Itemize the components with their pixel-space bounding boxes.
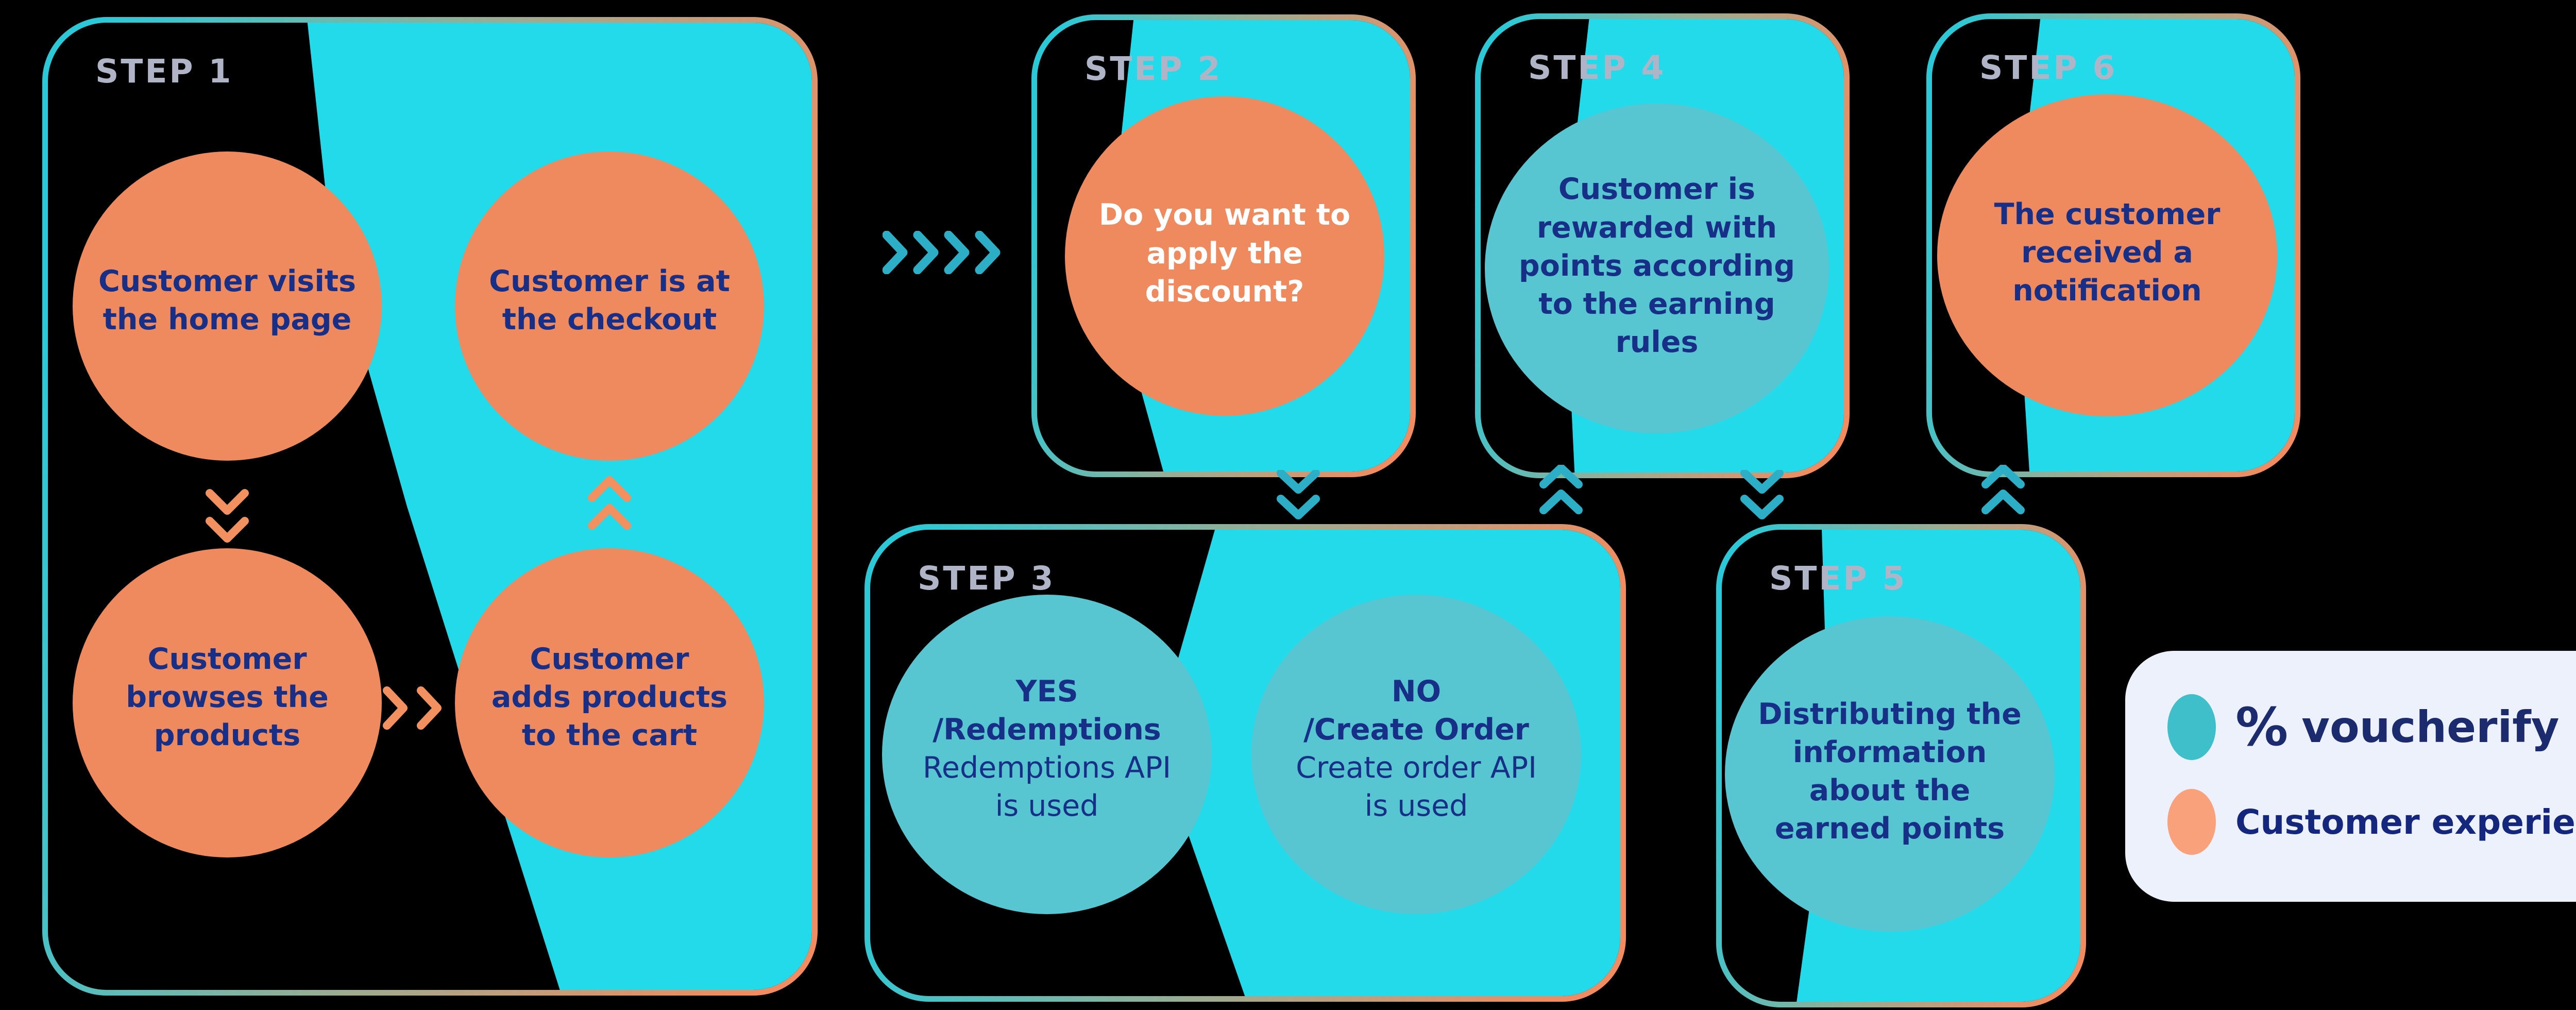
- step-5-label: STEP 5: [1769, 560, 1907, 597]
- legend-card: % voucherify Customer experience: [2125, 651, 2576, 902]
- step-2-card-inner: STEP 2 Do you want to apply the discount…: [1037, 20, 1410, 472]
- circle-text-body: Create order API is used: [1296, 751, 1537, 823]
- circle-text: The customer received a notification: [1994, 197, 2221, 308]
- step-3-label: STEP 3: [918, 560, 1056, 597]
- circle-no-create-order: NO /Create Order Create order API is use…: [1251, 595, 1581, 914]
- chevron-up-double-icon: [588, 476, 631, 530]
- circle-text: Customer visits the home page: [98, 264, 357, 336]
- step-6-label: STEP 6: [1979, 49, 2117, 87]
- chevron-up-step5-step6-icon: [1981, 465, 2025, 514]
- chevron-down-step4-step5-icon: [1740, 470, 1784, 519]
- chevron-up-step3-step4-icon: [1539, 465, 1583, 514]
- circle-text: Do you want to apply the discount?: [1098, 198, 1351, 309]
- step-3-card-inner: STEP 3 YES /Redemptions Redemptions API …: [870, 530, 1620, 996]
- circle-text: Customer is rewarded with points accordi…: [1518, 172, 1795, 359]
- circle-distributing-points: Distributing the information about the e…: [1725, 616, 2055, 932]
- step-6-card-inner: STEP 6 The customer received a notificat…: [1932, 19, 2295, 472]
- circle-customer-adds-cart: Customer adds products to the cart: [455, 548, 764, 857]
- circle-text-body: Redemptions API is used: [922, 751, 1172, 823]
- circle-text-strong: YES /Redemptions: [933, 674, 1161, 747]
- voucherify-logo: % voucherify: [2235, 697, 2560, 758]
- step-2-card: STEP 2 Do you want to apply the discount…: [1031, 14, 1416, 477]
- circle-text: Customer is at the checkout: [489, 264, 730, 336]
- legend-swatch-customer: [2167, 789, 2216, 855]
- circle-yes-redemptions: YES /Redemptions Redemptions API is used: [882, 595, 1212, 914]
- chevron-right-quad-icon: [883, 231, 1001, 274]
- circle-notification-received: The customer received a notification: [1937, 94, 2277, 416]
- step-5-card: STEP 5 Distributing the information abou…: [1716, 524, 2086, 1007]
- chevron-down-double-icon: [206, 489, 249, 543]
- circle-customer-browses: Customer browses the products: [73, 548, 382, 857]
- step-1-card-inner: STEP 1 Customer visits the home page Cus…: [48, 23, 812, 990]
- voucherify-wordmark: voucherify: [2301, 702, 2560, 752]
- circle-text-strong: NO /Create Order: [1303, 674, 1529, 747]
- legend-label-customer-experience: Customer experience: [2235, 802, 2576, 842]
- step-6-card: STEP 6 The customer received a notificat…: [1926, 13, 2300, 477]
- chevron-right-double-icon: [383, 686, 442, 730]
- circle-text: Customer adds products to the cart: [491, 642, 728, 752]
- step-4-label: STEP 4: [1528, 49, 1666, 87]
- step-1-label: STEP 1: [95, 53, 233, 90]
- step-2-label: STEP 2: [1084, 50, 1223, 88]
- voucherify-percent-icon: %: [2235, 696, 2289, 758]
- legend-swatch-voucherify: [2167, 694, 2216, 760]
- step-3-card: STEP 3 YES /Redemptions Redemptions API …: [865, 524, 1626, 1002]
- legend-row-voucherify: % voucherify: [2167, 691, 2560, 763]
- circle-text: Customer browses the products: [126, 642, 329, 752]
- circle-customer-checkout: Customer is at the checkout: [455, 152, 764, 461]
- step-4-card-inner: STEP 4 Customer is rewarded with points …: [1481, 19, 1844, 473]
- chevron-down-step2-step3-icon: [1277, 470, 1320, 519]
- step-5-card-inner: STEP 5 Distributing the information abou…: [1722, 530, 2080, 1002]
- step-4-card: STEP 4 Customer is rewarded with points …: [1475, 13, 1850, 478]
- legend-row-customer-experience: Customer experience: [2167, 786, 2576, 858]
- circle-customer-visits: Customer visits the home page: [73, 152, 382, 461]
- step-1-card: STEP 1 Customer visits the home page Cus…: [42, 17, 818, 996]
- circle-apply-discount-question: Do you want to apply the discount?: [1065, 96, 1384, 416]
- circle-text: Distributing the information about the e…: [1758, 697, 2022, 846]
- circle-points-rewarded: Customer is rewarded with points accordi…: [1485, 104, 1829, 433]
